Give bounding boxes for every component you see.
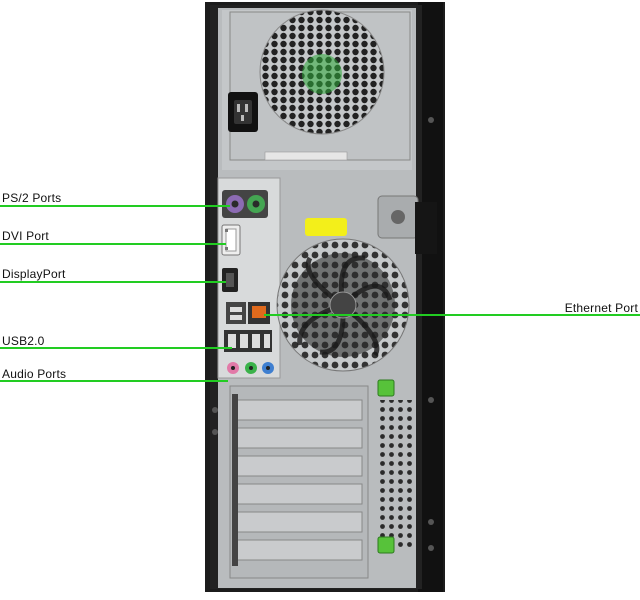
power-connector xyxy=(228,92,258,132)
expansion-slots xyxy=(229,385,369,579)
label-dvi-port: DVI Port xyxy=(2,229,49,243)
ps2-ports xyxy=(222,190,268,218)
callout-line-audio xyxy=(0,380,228,382)
label-ps2-ports: PS/2 Ports xyxy=(2,191,62,205)
green-clip-top xyxy=(377,379,395,397)
label-audio-ports: Audio Ports xyxy=(2,367,67,381)
case-fan xyxy=(276,238,410,372)
label-usb: USB2.0 xyxy=(2,334,45,348)
green-clip-bottom xyxy=(377,536,395,554)
label-ethernet-port: Ethernet Port xyxy=(564,301,638,315)
usb-ports xyxy=(224,302,272,352)
callout-line-displayport xyxy=(0,281,226,283)
ethernet-port xyxy=(248,302,270,324)
latch-plate xyxy=(377,195,437,254)
audio-ports xyxy=(227,362,274,374)
dvi-port xyxy=(221,224,241,256)
callout-line-ps2 xyxy=(0,205,230,207)
displayport-port xyxy=(222,268,238,292)
vent-grille xyxy=(380,400,412,550)
power-supply xyxy=(229,9,411,161)
callout-line-dvi xyxy=(0,243,226,245)
yellow-sticker xyxy=(305,218,347,236)
callout-line-usb xyxy=(0,347,232,349)
label-displayport: DisplayPort xyxy=(2,267,66,281)
callout-line-ethernet xyxy=(264,314,640,316)
